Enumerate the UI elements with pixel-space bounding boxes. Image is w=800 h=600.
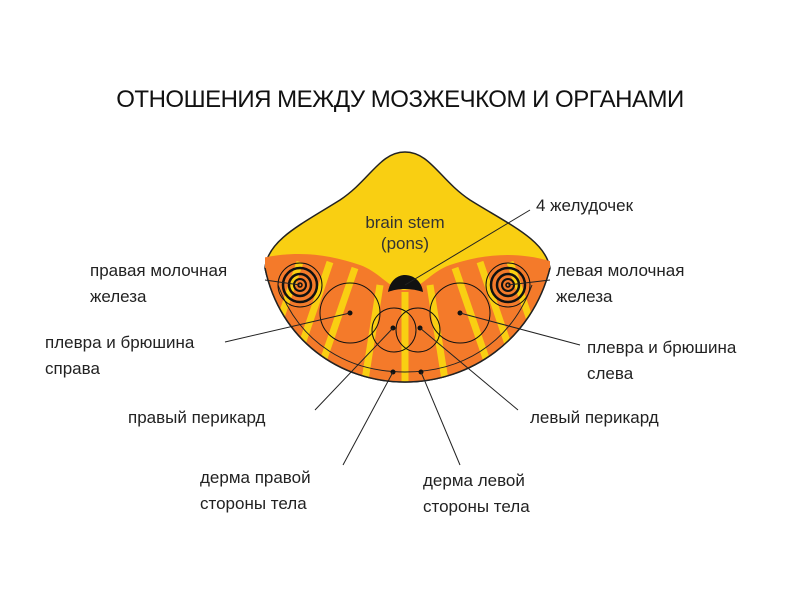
leader-lines bbox=[224, 209, 581, 466]
label-line: железа bbox=[90, 287, 147, 306]
label-line: справа bbox=[45, 359, 100, 378]
label-right-breast: правая молочная железа bbox=[90, 258, 227, 310]
label-line: слева bbox=[587, 364, 634, 383]
brain-stem-label: brain stem bbox=[365, 213, 444, 232]
label-line: правая молочная bbox=[90, 261, 228, 280]
label-right-pleura: плевра и брюшина справа bbox=[45, 330, 194, 382]
label-left-pericard: левый перикард bbox=[530, 408, 659, 427]
label-line: дерма правой bbox=[200, 468, 311, 487]
label-right-pericard: правый перикард bbox=[128, 408, 266, 427]
label-left-breast: левая молочная железа bbox=[556, 258, 684, 310]
label-left-pleura: плевра и брюшина слева bbox=[587, 335, 736, 387]
label-line: плевра и брюшина bbox=[587, 338, 737, 357]
label-line: стороны тела bbox=[200, 494, 307, 513]
label-line: плевра и брюшина bbox=[45, 333, 195, 352]
label-right-derma: дерма правой стороны тела bbox=[200, 465, 311, 517]
spiral-icons bbox=[277, 262, 531, 353]
label-line: железа bbox=[556, 287, 613, 306]
label-4th-ventricle: 4 желудочек bbox=[536, 196, 634, 215]
label-left-derma: дерма левой стороны тела bbox=[423, 468, 530, 520]
label-line: дерма левой bbox=[423, 471, 525, 490]
pons-label: (pons) bbox=[381, 234, 429, 253]
label-line: левая молочная bbox=[556, 261, 685, 280]
diagram-title: ОТНОШЕНИЯ МЕЖДУ МОЗЖЕЧКОМ И ОРГАНАМИ bbox=[116, 86, 684, 113]
label-line: стороны тела bbox=[423, 497, 530, 516]
